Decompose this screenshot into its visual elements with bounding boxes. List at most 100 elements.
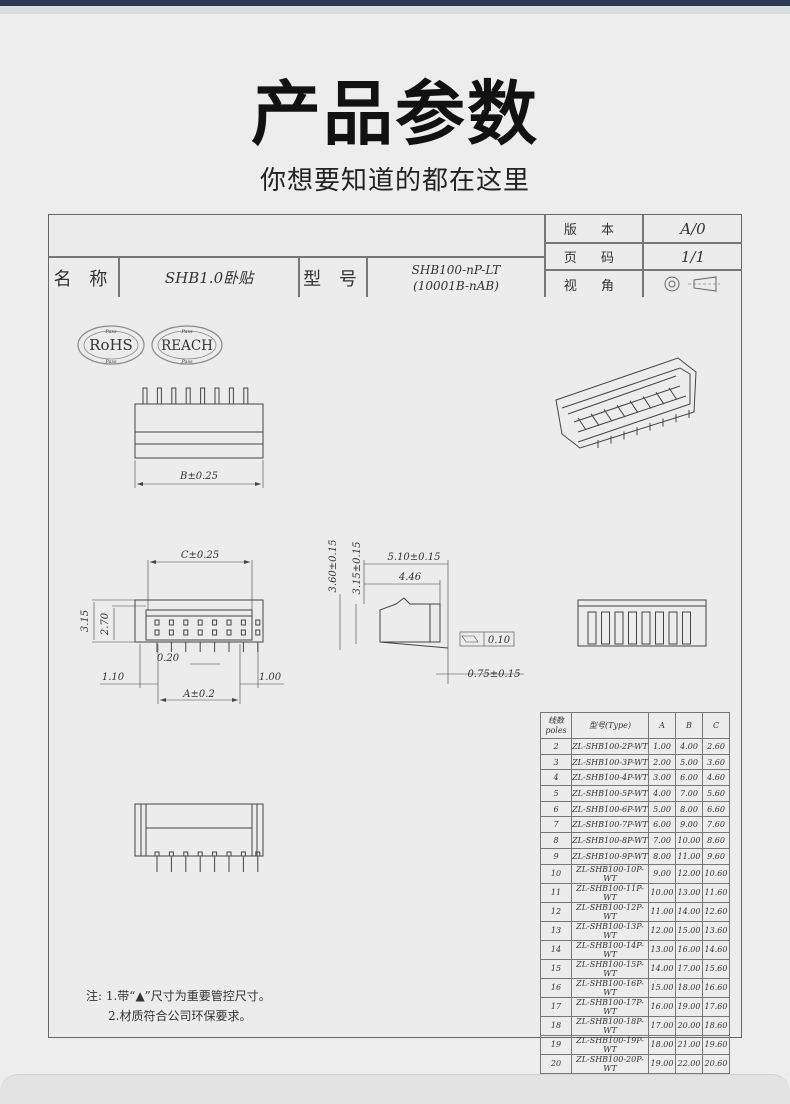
side-view (339, 560, 524, 684)
page-title: 产品参数 (251, 73, 539, 155)
table-cell: 5 (540, 785, 572, 802)
col-header-a: A (648, 712, 676, 739)
dim-100: 1.00 (259, 672, 282, 683)
dim-c: C±0.25 (181, 550, 219, 561)
table-cell: 13 (540, 920, 572, 941)
note-line-2: 2.材质符合公司环保要求。 (108, 1009, 252, 1023)
bottom-view (134, 803, 264, 872)
reach-pass-top: Pass (180, 329, 193, 335)
dim-110: 1.10 (102, 672, 125, 683)
table-cell: 16 (540, 977, 572, 998)
table-cell: 16.00 (648, 996, 676, 1017)
col-header-c: C (702, 712, 730, 739)
iso-slot (603, 409, 613, 422)
iso-slot (590, 413, 600, 426)
back-slot (614, 611, 624, 645)
back-slot (655, 611, 664, 645)
table-cell: 11.00 (675, 847, 703, 865)
top-pin (171, 387, 177, 405)
table-cell: 22.00 (675, 1053, 703, 1074)
table-cell: 17.00 (648, 1015, 676, 1036)
table-cell: 10 (540, 863, 572, 884)
table-cell: 12.00 (648, 920, 676, 941)
front-contact-upper (240, 619, 246, 626)
page-value: 1/1 (643, 243, 742, 270)
titleblock-blank (49, 215, 545, 257)
col-header-type: 型号(Type) (571, 712, 649, 739)
table-cell: 13.00 (648, 939, 676, 960)
table-cell: 4.00 (648, 785, 676, 802)
table-cell: 18.00 (675, 977, 703, 998)
table-cell: ZL-SHB100-12P-WT (571, 901, 649, 922)
front-contact-lower (212, 629, 218, 636)
table-cell: 19.00 (648, 1053, 676, 1074)
dim-side-360: 3.60±0.15 (328, 540, 339, 593)
table-cell: ZL-SHB100-20P-WT (571, 1053, 649, 1074)
table-cell: 2.00 (648, 753, 676, 771)
top-banner-fade (0, 6, 790, 14)
table-cell: ZL-SHB100-16P-WT (571, 977, 649, 998)
iso-slot (642, 396, 652, 409)
front-contact-lower (226, 629, 232, 636)
top-pin (228, 387, 234, 405)
top-pin (243, 387, 249, 405)
front-contact-lower (197, 629, 203, 636)
table-cell: 15.60 (702, 958, 730, 979)
rohs-pass-bottom: Pass (104, 359, 117, 365)
view-label: 视 角 (545, 270, 643, 297)
dim-270: 2.70 (100, 612, 111, 636)
bottom-band (0, 1074, 790, 1104)
table-cell: 20.00 (675, 1015, 703, 1036)
table-cell: 10.00 (675, 832, 703, 849)
table-cell: 19 (540, 1034, 572, 1055)
table-cell: 15 (540, 958, 572, 979)
bottom-pin-base (226, 851, 232, 857)
table-cell: 13.60 (702, 920, 730, 941)
table-cell: 17 (540, 996, 572, 1017)
table-cell: 1.00 (648, 738, 676, 755)
col-header-b: B (675, 712, 703, 739)
front-contact-lower (168, 629, 174, 636)
table-cell: 9.00 (648, 863, 676, 884)
table-cell: ZL-SHB100-8P-WT (571, 832, 649, 849)
bottom-pin-base (212, 851, 218, 857)
table-cell: ZL-SHB100-11P-WT (571, 882, 649, 903)
table-cell: ZL-SHB100-14P-WT (571, 939, 649, 960)
table-cell: 13.00 (675, 882, 703, 903)
back-slot (682, 611, 691, 645)
rohs-text: RoHS (89, 336, 133, 354)
table-cell: ZL-SHB100-15P-WT (571, 958, 649, 979)
model-value: SHB100-nP-LT (10001B-nAB) (367, 257, 545, 297)
front-contact-lower (183, 629, 189, 636)
name-value: SHB1.0卧贴 (119, 257, 299, 297)
table-cell: ZL-SHB100-9P-WT (571, 847, 649, 865)
top-view (134, 387, 264, 488)
table-cell: ZL-SHB100-5P-WT (571, 785, 649, 802)
table-cell: 8.00 (675, 800, 703, 818)
back-view (577, 599, 707, 647)
reach-text: REACH (161, 338, 213, 354)
table-cell: 21.00 (675, 1034, 703, 1055)
front-contact-upper (154, 619, 160, 626)
back-slot (641, 611, 651, 645)
table-cell: 4.00 (675, 738, 703, 755)
dim-side-075: 0.75±0.15 (468, 669, 521, 680)
table-cell: 7.00 (648, 832, 676, 849)
table-cell: 18.00 (648, 1034, 676, 1055)
table-cell: 5.60 (702, 785, 730, 802)
table-cell: 14.00 (648, 958, 676, 979)
table-cell: 12.00 (675, 863, 703, 884)
projection-icon (664, 276, 720, 292)
front-view (92, 560, 284, 704)
